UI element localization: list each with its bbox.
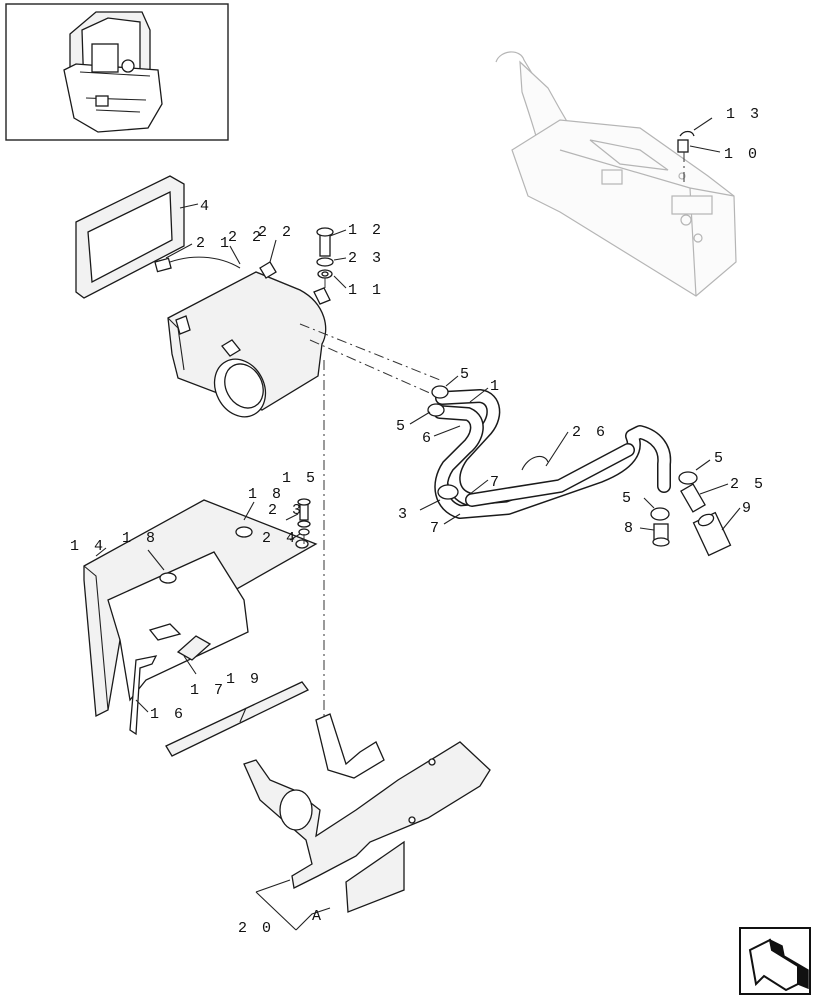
callout-11: 1 1 xyxy=(348,282,384,299)
callout-5b: 5 xyxy=(396,418,408,435)
callout-15: 1 5 xyxy=(282,470,318,487)
heater-tubes xyxy=(433,389,672,519)
callout-3: 3 xyxy=(398,506,410,523)
part-9-hose-end xyxy=(692,511,732,557)
callout-20: 2 0 xyxy=(238,920,274,937)
heater-housing xyxy=(167,261,331,418)
callout-18b: 1 8 xyxy=(122,530,158,547)
console-reference-drawing xyxy=(495,51,737,297)
part-25-valve xyxy=(680,483,706,513)
callout-17: 1 7 xyxy=(190,682,226,699)
callout-9: 9 xyxy=(742,500,754,517)
callout-14: 1 4 xyxy=(70,538,106,555)
clamp-7 xyxy=(437,484,459,500)
part-4-filter-frame xyxy=(75,175,185,299)
callout-A: A xyxy=(312,908,324,925)
callout-12: 1 2 xyxy=(348,222,384,239)
part-20-bracket xyxy=(243,713,491,889)
callout-8: 8 xyxy=(624,520,636,537)
callout-6: 6 xyxy=(422,430,434,447)
bolt-stack-12-23-11 xyxy=(316,227,334,279)
part-8-fitting xyxy=(652,523,670,547)
leader-lines xyxy=(95,203,741,931)
callout-5a: 5 xyxy=(460,366,472,383)
callout-22a: 2 2 xyxy=(228,229,264,246)
callout-7b: 7 xyxy=(430,520,442,537)
callout-21: 2 1 xyxy=(196,235,232,252)
callout-23b: 2 3 xyxy=(268,502,304,519)
callout-25: 2 5 xyxy=(730,476,766,493)
callout-24: 2 4 xyxy=(262,530,298,547)
callout-23a: 2 3 xyxy=(348,250,384,267)
page-arrow-icon[interactable] xyxy=(739,927,811,995)
callout-labels: 4 2 1 2 2 2 2 1 2 2 3 1 1 1 3 1 0 5 1 5 … xyxy=(70,106,766,937)
callout-16: 1 6 xyxy=(150,706,186,723)
clamp-5-lower xyxy=(427,403,445,417)
callout-18a: 1 8 xyxy=(248,486,284,503)
part-A-pad xyxy=(345,840,405,913)
callout-4: 4 xyxy=(200,198,212,215)
thumbnail-frame xyxy=(5,3,229,141)
part-13-clip xyxy=(679,130,695,137)
callout-19: 1 9 xyxy=(226,671,262,688)
callout-22b: 2 2 xyxy=(258,224,294,241)
callout-7a: 7 xyxy=(490,474,502,491)
part-10-fitting xyxy=(677,139,689,153)
callout-1: 1 xyxy=(490,378,502,395)
part-19-strip xyxy=(165,681,309,757)
callout-5d: 5 xyxy=(622,490,634,507)
callout-13: 1 3 xyxy=(726,106,762,123)
callout-10: 1 0 xyxy=(724,146,760,163)
bolt-stack-15-23-24 xyxy=(297,498,311,536)
callout-5c: 5 xyxy=(714,450,726,467)
callout-26: 2 6 xyxy=(572,424,608,441)
clamp-5-upper xyxy=(431,385,449,399)
machine-cab-thumbnail-icon xyxy=(63,11,163,133)
